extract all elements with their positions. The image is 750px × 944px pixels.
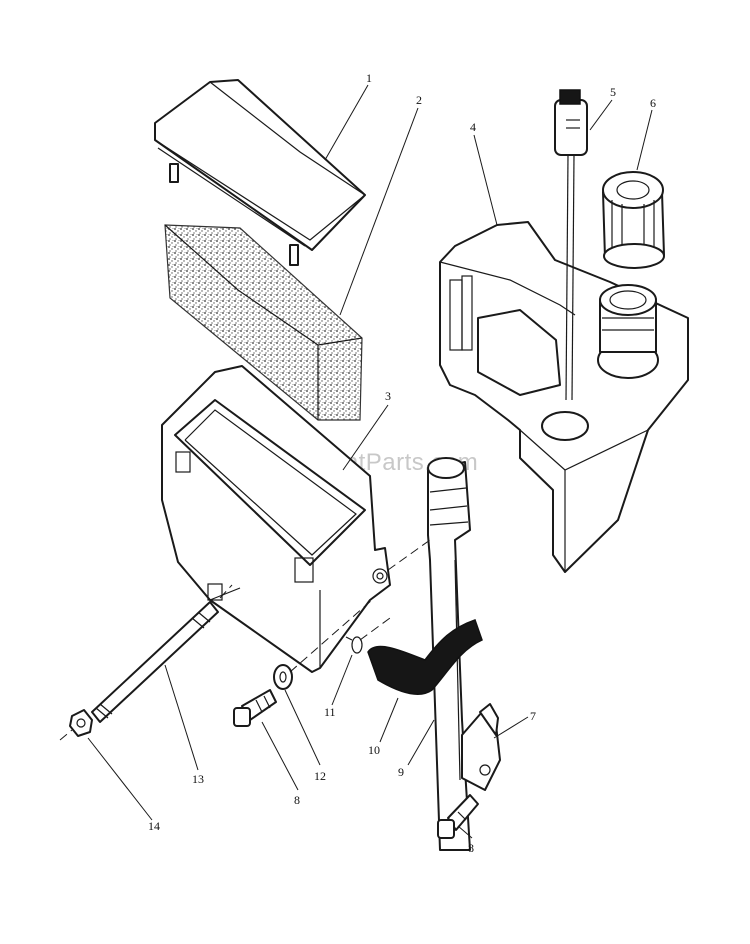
callout-3: 3	[385, 389, 391, 403]
screw-right	[437, 794, 479, 839]
callout-8-left: 8	[294, 793, 300, 807]
hose-clamp	[345, 636, 363, 654]
air-cleaner-cover	[154, 79, 366, 266]
callout-13: 13	[192, 772, 204, 786]
assembly-lines	[59, 539, 431, 741]
air-cleaner-base	[161, 365, 391, 673]
foam-element	[164, 224, 363, 421]
fuel-tank	[439, 221, 689, 573]
callouts: 1 2 3 4 5 6 7 8 8 9 10 11 12 13 14	[148, 71, 656, 855]
callout-9: 9	[398, 765, 404, 779]
tube-clamp	[461, 703, 501, 791]
callout-8-right: 8	[468, 841, 474, 855]
callout-1: 1	[366, 71, 372, 85]
callout-6: 6	[650, 96, 656, 110]
callout-4: 4	[470, 120, 476, 134]
fuel-cap	[602, 171, 665, 269]
leader-lines	[87, 84, 653, 839]
callout-7: 7	[530, 709, 536, 723]
fuel-hose	[367, 619, 483, 695]
callout-12: 12	[314, 769, 326, 783]
callout-5: 5	[610, 85, 616, 99]
callout-11: 11	[324, 705, 336, 719]
callout-10: 10	[368, 743, 380, 757]
fuel-pickup	[554, 89, 588, 401]
callout-14: 14	[148, 819, 160, 833]
washer	[273, 664, 293, 690]
long-bolt	[91, 601, 219, 723]
nut	[69, 709, 93, 737]
screw-left	[233, 689, 277, 727]
callout-2: 2	[416, 93, 422, 107]
